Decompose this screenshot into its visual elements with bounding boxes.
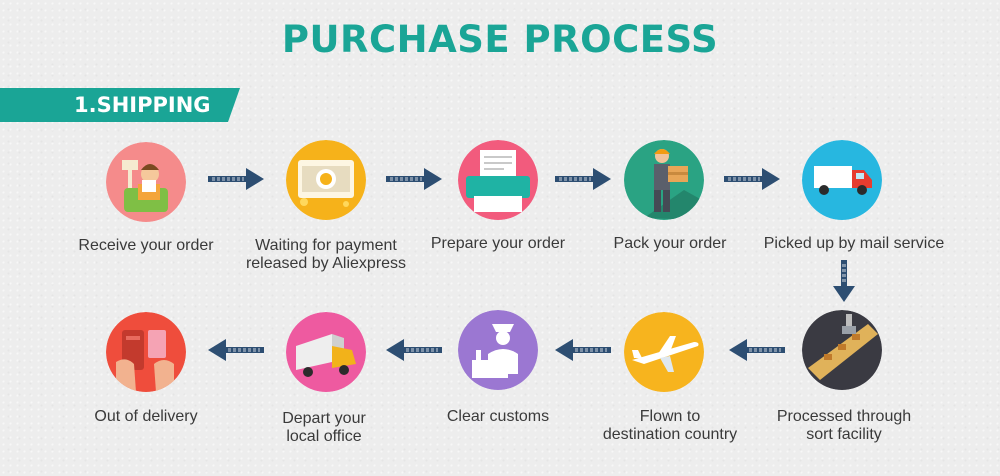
step-label: Prepare your order <box>430 235 566 252</box>
section-tab: 1.SHIPPING <box>0 88 240 122</box>
truck-icon <box>802 140 882 220</box>
arrow-right-icon <box>384 166 444 192</box>
step-label: Clear customs <box>446 408 550 425</box>
arrow-down-icon <box>831 258 857 304</box>
arrow-right-icon <box>722 166 782 192</box>
arrow-left-icon <box>727 337 787 363</box>
arrow-right-icon <box>553 166 613 192</box>
section-label: 1.SHIPPING <box>74 93 211 117</box>
handheld-card-icon <box>106 312 186 392</box>
conveyor-icon <box>802 310 882 390</box>
airplane-icon <box>624 312 704 392</box>
delivery-truck-icon <box>286 312 366 392</box>
printer-icon <box>458 140 538 220</box>
customs-officer-icon <box>458 310 538 390</box>
step-label: Out of delivery <box>94 408 198 425</box>
payment-icon <box>286 140 366 220</box>
page-title: PURCHASE PROCESS <box>281 18 719 61</box>
step-label: Picked up by mail service <box>763 235 945 252</box>
arrow-left-icon <box>206 337 266 363</box>
arrow-left-icon <box>384 337 444 363</box>
receive-order-icon <box>106 142 186 222</box>
step-label: Receive your order <box>78 237 214 254</box>
arrow-left-icon <box>553 337 613 363</box>
arrow-right-icon <box>206 166 266 192</box>
package-worker-icon <box>624 140 704 220</box>
step-label: Pack your order <box>613 235 727 252</box>
